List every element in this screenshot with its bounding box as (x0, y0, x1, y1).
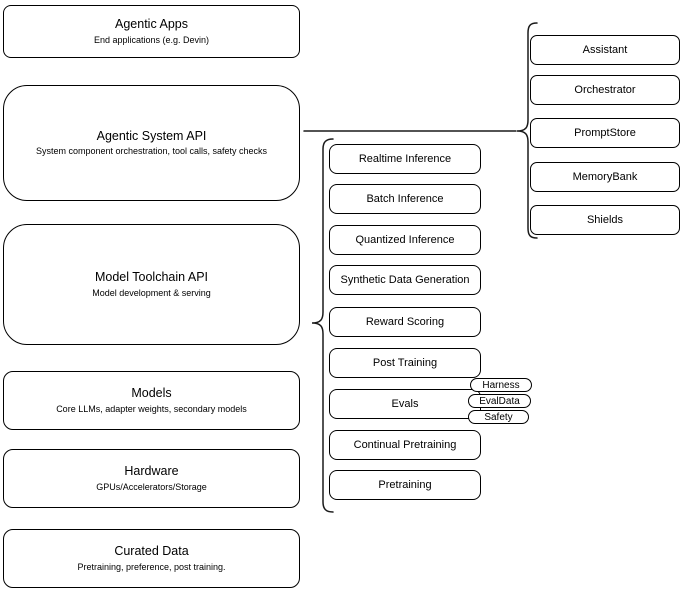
node-continual-pretraining: Continual Pretraining (329, 430, 481, 460)
node-label: PromptStore (574, 127, 636, 139)
node-label: Continual Pretraining (353, 439, 457, 451)
node-post-training: Post Training (329, 348, 481, 378)
node-orchestrator: Orchestrator (530, 75, 680, 105)
node-assistant: Assistant (530, 35, 680, 65)
node-models: Models Core LLMs, adapter weights, secon… (3, 371, 300, 430)
node-label: Evals (391, 398, 419, 410)
toolchain-brace (311, 138, 334, 513)
node-memorybank: MemoryBank (530, 162, 680, 192)
node-label: Quantized Inference (355, 234, 455, 246)
node-promptstore: PromptStore (530, 118, 680, 148)
node-agentic-system-api: Agentic System API System component orch… (3, 85, 300, 201)
node-label: Synthetic Data Generation (340, 274, 470, 286)
node-title: Agentic Apps (115, 17, 188, 32)
node-shields: Shields (530, 205, 680, 235)
node-model-toolchain-api: Model Toolchain API Model development & … (3, 224, 300, 345)
node-hardware: Hardware GPUs/Accelerators/Storage (3, 449, 300, 508)
node-subtitle: GPUs/Accelerators/Storage (96, 481, 207, 492)
node-realtime-inference: Realtime Inference (329, 144, 481, 174)
node-title: Agentic System API (96, 128, 207, 143)
node-subtitle: End applications (e.g. Devin) (93, 34, 210, 45)
node-subtitle: Model development & serving (92, 287, 211, 298)
node-label: Batch Inference (366, 193, 444, 205)
node-title: Hardware (124, 464, 179, 479)
node-label: Shields (586, 214, 624, 226)
node-quantized-inference: Quantized Inference (329, 225, 481, 255)
node-synthetic-data-generation: Synthetic Data Generation (329, 265, 481, 295)
node-label: Reward Scoring (365, 316, 445, 328)
node-label: Orchestrator (574, 84, 636, 96)
node-reward-scoring: Reward Scoring (329, 307, 481, 337)
tag-evaldata: EvalData (468, 394, 531, 408)
node-title: Models (131, 386, 172, 401)
components-brace (516, 22, 538, 239)
node-curated-data: Curated Data Pretraining, preference, po… (3, 529, 300, 588)
node-label: Assistant (582, 44, 628, 56)
node-subtitle: System component orchestration, tool cal… (35, 146, 268, 157)
node-label: Post Training (372, 357, 438, 369)
node-label: Pretraining (378, 479, 432, 491)
node-pretraining: Pretraining (329, 470, 481, 500)
tag-label: EvalData (479, 395, 520, 407)
node-batch-inference: Batch Inference (329, 184, 481, 214)
node-title: Curated Data (114, 544, 189, 559)
node-label: Realtime Inference (358, 153, 452, 165)
node-label: MemoryBank (572, 171, 638, 183)
tag-safety: Safety (468, 410, 529, 424)
tag-label: Harness (482, 379, 520, 391)
node-evals: Evals (329, 389, 481, 419)
node-title: Model Toolchain API (94, 270, 209, 285)
node-agentic-apps: Agentic Apps End applications (e.g. Devi… (3, 5, 300, 58)
tag-label: Safety (484, 411, 513, 423)
node-subtitle: Pretraining, preference, post training. (77, 561, 226, 572)
node-subtitle: Core LLMs, adapter weights, secondary mo… (56, 403, 247, 414)
tag-harness: Harness (470, 378, 532, 392)
